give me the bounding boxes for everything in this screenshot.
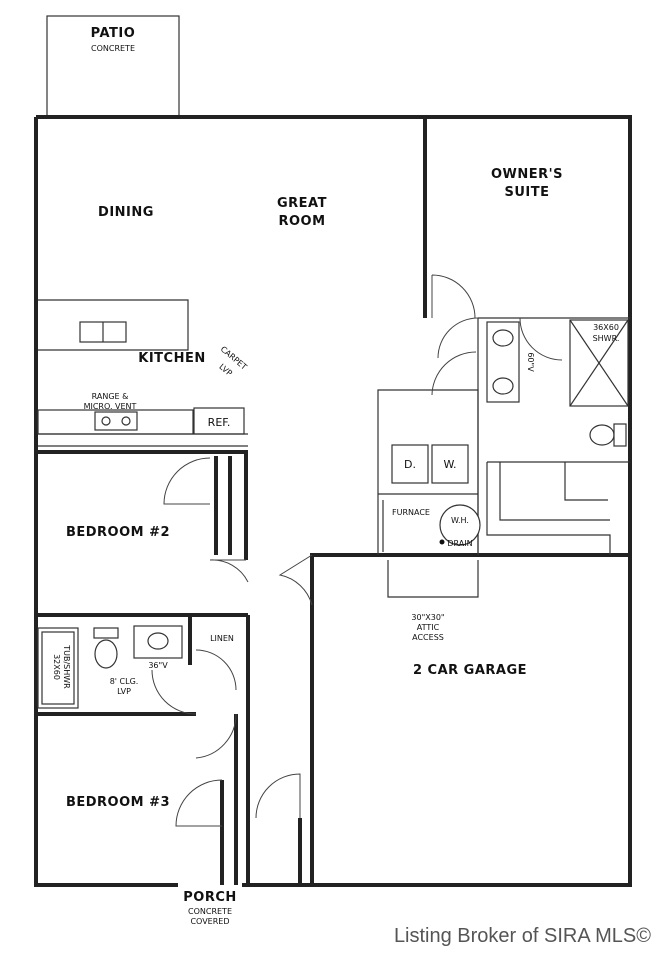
patio-label: PATIO [91,26,136,41]
fixtures [37,299,629,709]
room-labels: DINING GREAT ROOM OWNER'S SUITE KITCHEN … [52,167,619,810]
exterior-walls [34,115,632,887]
listing-watermark: Listing Broker of SIRA MLS© [393,925,651,947]
dining-label: DINING [98,205,154,220]
owners-suite-label-line1: OWNER'S [491,167,563,182]
owners-suite-label-line2: SUITE [504,185,549,200]
attic-label-line3: ACCESS [412,633,444,642]
furnace-label: FURNACE [392,508,430,517]
great-room-label-line1: GREAT [277,196,327,211]
toilet [589,424,615,446]
tub-label-line1: 32X60 [52,654,61,680]
attic-label-line2: ATTIC [417,623,440,632]
drain-label: DRAIN [447,539,472,548]
patio: PATIO CONCRETE [46,15,180,117]
patio-sub-label: CONCRETE [91,44,135,53]
vanity-dimension-label: 60"V [526,352,535,372]
dryer-label: D. [404,458,416,471]
range-label-line2: MICRO. VENT [84,402,137,411]
shower-label-line2: SHWR. [593,334,620,343]
water-heater-label: W.H. [451,516,469,525]
ref-label: REF. [208,416,231,429]
porch-sub-label-line1: CONCRETE [188,907,232,916]
interior-walls [36,117,630,885]
bedroom2-label: BEDROOM #2 [66,525,170,540]
shower-label-line1: 36X60 [593,323,619,332]
attic-label-line1: 30"X30" [411,613,444,622]
hall-vanity-label: 36"V [148,661,168,670]
tub-label-line2: TUB/SHWR [62,644,71,689]
ceiling-label-line1: 8' CLG. [110,677,139,686]
linen-label: LINEN [210,634,234,643]
washer [431,444,469,484]
water-heater [439,504,481,546]
dryer [391,444,429,484]
door-swings [151,274,563,827]
ceiling-label-line2: LVP [117,687,131,696]
garage-label: 2 CAR GARAGE [413,663,527,678]
kitchen-label: KITCHEN [138,351,205,366]
porch-sub-label-line2: COVERED [190,917,229,926]
porch-label: PORCH [183,890,237,905]
great-room-label-line2: ROOM [278,214,325,229]
porch: PORCH CONCRETE COVERED [183,890,237,926]
carpet-label-line2: LVP [217,362,234,378]
range-label-line1: RANGE & [92,392,129,401]
bedroom3-label: BEDROOM #3 [66,795,170,810]
hall-toilet [94,639,118,669]
range [94,411,138,431]
washer-label: W. [443,458,456,471]
